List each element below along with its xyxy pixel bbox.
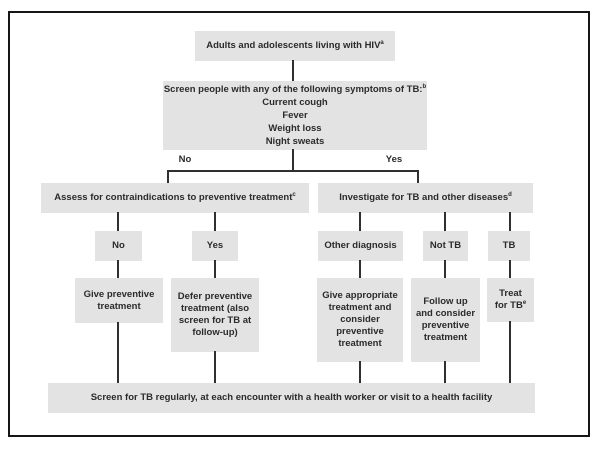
flow-box-text: Investigate for TB and other diseases: [339, 192, 509, 203]
connector-line: [292, 149, 294, 172]
connector-line: [509, 260, 511, 279]
branch-label-no: No: [178, 154, 192, 165]
connector-line: [359, 260, 361, 279]
connector-line: [444, 260, 446, 279]
flow-box-text: Assess for contraindications to preventi…: [54, 192, 293, 203]
flow-box-treat-tb: Treat for TBe: [487, 278, 534, 322]
flow-box-adults-hiv: Adults and adolescents living with HIVa: [195, 31, 395, 61]
figure-border: [8, 11, 590, 437]
flow-box-decision-no: No: [95, 231, 142, 261]
connector-line: [359, 212, 361, 232]
connector-line: [214, 351, 216, 384]
flow-box-label: Treat for TBe: [492, 288, 529, 312]
connector-line: [444, 361, 446, 384]
flow-box-screen-regularly: Screen for TB regularly, at each encount…: [48, 383, 535, 413]
branch-label-yes: Yes: [385, 154, 403, 165]
flow-box-investigate-tb: Investigate for TB and other diseasesd: [318, 183, 533, 213]
connector-line: [509, 212, 511, 232]
flow-box-decision-other-diagnosis: Other diagnosis: [318, 231, 403, 261]
connector-line: [359, 361, 361, 384]
footnote-marker-b: b: [422, 83, 427, 90]
flow-box-decision-yes: Yes: [192, 231, 238, 261]
connector-line: [167, 170, 169, 184]
connector-line: [417, 170, 419, 184]
flow-box-give-preventive: Give preventive treatment: [75, 278, 163, 323]
connector-line: [509, 321, 511, 384]
connector-line: [117, 260, 119, 279]
flow-box-decision-not-tb: Not TB: [423, 231, 468, 261]
symptom-item: Weight loss: [268, 123, 322, 134]
flow-box-assess-contraindications: Assess for contraindications to preventi…: [41, 183, 309, 213]
connector-line: [214, 260, 216, 279]
connector-line: [167, 170, 419, 172]
footnote-marker-a: a: [380, 39, 384, 46]
flow-box-follow-up: Follow up and consider preventive treatm…: [411, 278, 480, 362]
flow-box-decision-tb: TB: [488, 231, 530, 261]
flow-box-text: Screen people with any of the following …: [163, 84, 423, 95]
flow-box-label: Adults and adolescents living with HIVa: [206, 40, 384, 52]
symptom-item: Current cough: [262, 97, 328, 108]
connector-line: [444, 212, 446, 232]
symptom-item: Night sweats: [265, 136, 325, 147]
footnote-marker-e: e: [522, 299, 527, 306]
footnote-marker-d: d: [508, 191, 512, 198]
connector-line: [117, 212, 119, 232]
flow-box-text: Treat for TB: [494, 288, 523, 311]
flow-box-text: Adults and adolescents living with HIV: [206, 40, 381, 51]
symptom-header: Screen people with any of the following …: [164, 83, 426, 96]
footnote-marker-c: c: [292, 191, 296, 198]
flow-box-symptom-screen: Screen people with any of the following …: [163, 81, 427, 150]
connector-line: [117, 322, 119, 384]
connector-line: [214, 212, 216, 232]
flow-box-label: Assess for contraindications to preventi…: [54, 192, 295, 204]
symptom-item: Fever: [282, 110, 308, 121]
flow-box-give-appropriate: Give appropriate treatment and consider …: [317, 278, 403, 362]
connector-line: [292, 60, 294, 82]
flow-box-label: Investigate for TB and other diseasesd: [339, 192, 512, 204]
flow-box-defer-preventive: Defer preventive treatment (also screen …: [171, 278, 259, 352]
